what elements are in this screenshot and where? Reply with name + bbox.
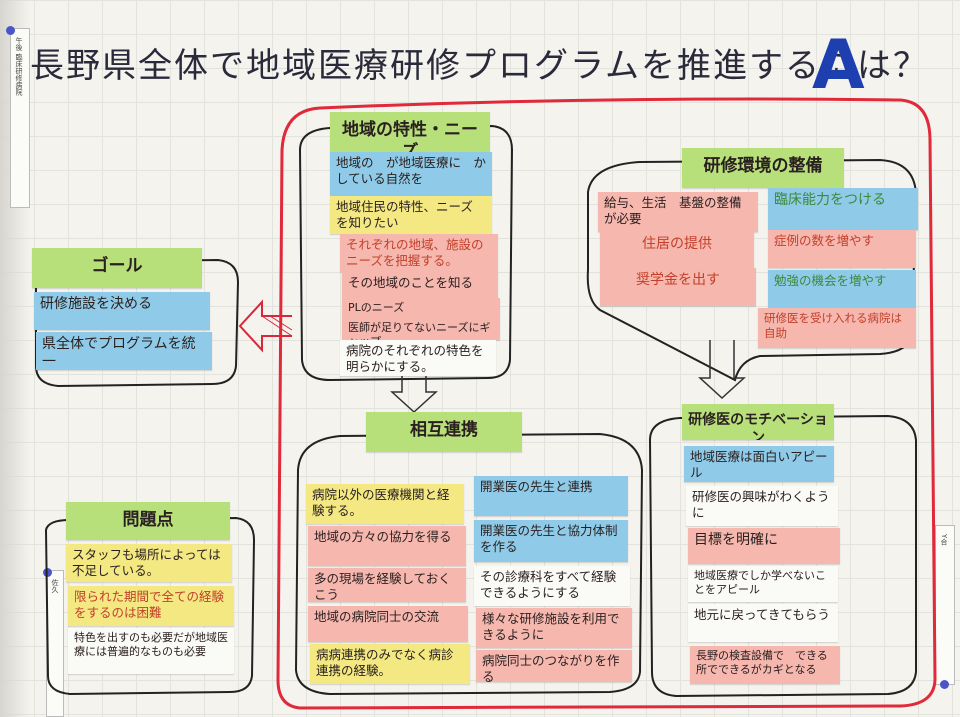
needs-note-7: 病院のそれぞれの特色を明らかにする。	[340, 340, 496, 376]
push-pin	[940, 680, 949, 689]
collab-note-6: その診療科をすべて経験できるようにする	[474, 566, 630, 606]
collab-note-9: 病病連携のみでなく病診連携の経験。	[310, 644, 470, 684]
collab-header: 相互連携	[366, 412, 522, 452]
collab-note-5: 多の現場を経験しておくこう	[308, 568, 466, 602]
problems-note-3: 特色を出すのも必要だが地域医療には普遍的なものも必要	[68, 628, 234, 674]
collab-note-7: 地域の病院同士の交流	[308, 606, 468, 642]
environment-note-4: 症例の数を増やす	[768, 230, 916, 268]
motivation-note-4: 地域医療でしか学べないことをアピール	[688, 566, 838, 602]
environment-header: 研修環境の整備	[682, 148, 844, 188]
group-letter: A	[812, 26, 865, 105]
needs-header: 地域の特性・ニーズ	[330, 112, 490, 152]
needs-note-2: 地域住民の特性、ニーズ を知りたい	[330, 196, 492, 234]
needs-note-4: その地域のことを知る	[342, 272, 498, 298]
environment-note-3: 住居の提供	[600, 232, 754, 268]
motivation-boundary	[648, 414, 917, 698]
problems-header: 問題点	[66, 502, 230, 540]
collab-note-3: 地域の方々の協力を得る	[308, 526, 466, 566]
collab-note-4: 開業医の先生と協力体制を作る	[474, 520, 628, 562]
side-strip-top-left: 午後 臨床研修病院	[10, 28, 30, 208]
environment-note-1: 給与、生活 基盤の整備が必要	[598, 192, 758, 232]
collab-note-2: 開業医の先生と連携	[474, 476, 628, 516]
goal-note-1: 研修施設を決める	[34, 292, 210, 330]
collab-note-8: 様々な研修施設を利用できるように	[476, 608, 632, 648]
needs-note-3: それぞれの地域、施設のニーズを把握する。	[340, 234, 498, 272]
red-outline	[276, 97, 937, 710]
problems-note-1: スタッフも場所によっては不足している。	[66, 544, 232, 582]
collab-boundary	[294, 432, 644, 696]
needs-note-6: 医師が足りてないニーズにギャップ	[342, 318, 500, 340]
arrow-env-to-motivation	[698, 340, 746, 400]
goal-note-2: 県全体でプログラムを統一	[36, 332, 212, 370]
environment-note-7: 研修医を受け入れる病院は自助	[758, 308, 916, 348]
environment-note-6: 勉強の機会を増やす	[768, 270, 916, 308]
motivation-note-5: 地元に戻ってきてもらう	[688, 604, 838, 642]
needs-note-5: PLのニーズ	[342, 298, 500, 318]
motivation-header: 研修医のモチベーション	[682, 404, 834, 440]
environment-note-2: 臨床能力をつける	[768, 188, 918, 230]
goal-header: ゴール	[32, 248, 202, 288]
collab-note-1: 病院以外の医療機関と経験する。	[306, 484, 464, 524]
collab-note-10: 病院同士のつながりを作る	[476, 650, 632, 682]
motivation-note-3: 目標を明確に	[688, 528, 840, 564]
needs-boundary	[298, 124, 514, 382]
push-pin	[6, 26, 15, 35]
motivation-note-6: 長野の検査設備で できる所でできるがカギとなる	[690, 646, 840, 684]
motivation-note-2: 研修医の興味がわくように	[686, 486, 838, 526]
environment-note-5: 奨学金を出す	[600, 268, 756, 306]
arrow-to-goal	[238, 299, 292, 353]
problems-boundary	[44, 516, 256, 696]
motivation-note-1: 地域医療は面白いアピール	[684, 446, 834, 482]
needs-note-1: 地域の が地域医療に かしている自然を	[330, 152, 492, 196]
problems-note-2: 限られた期間で全ての経験をするのは困難	[68, 586, 234, 626]
